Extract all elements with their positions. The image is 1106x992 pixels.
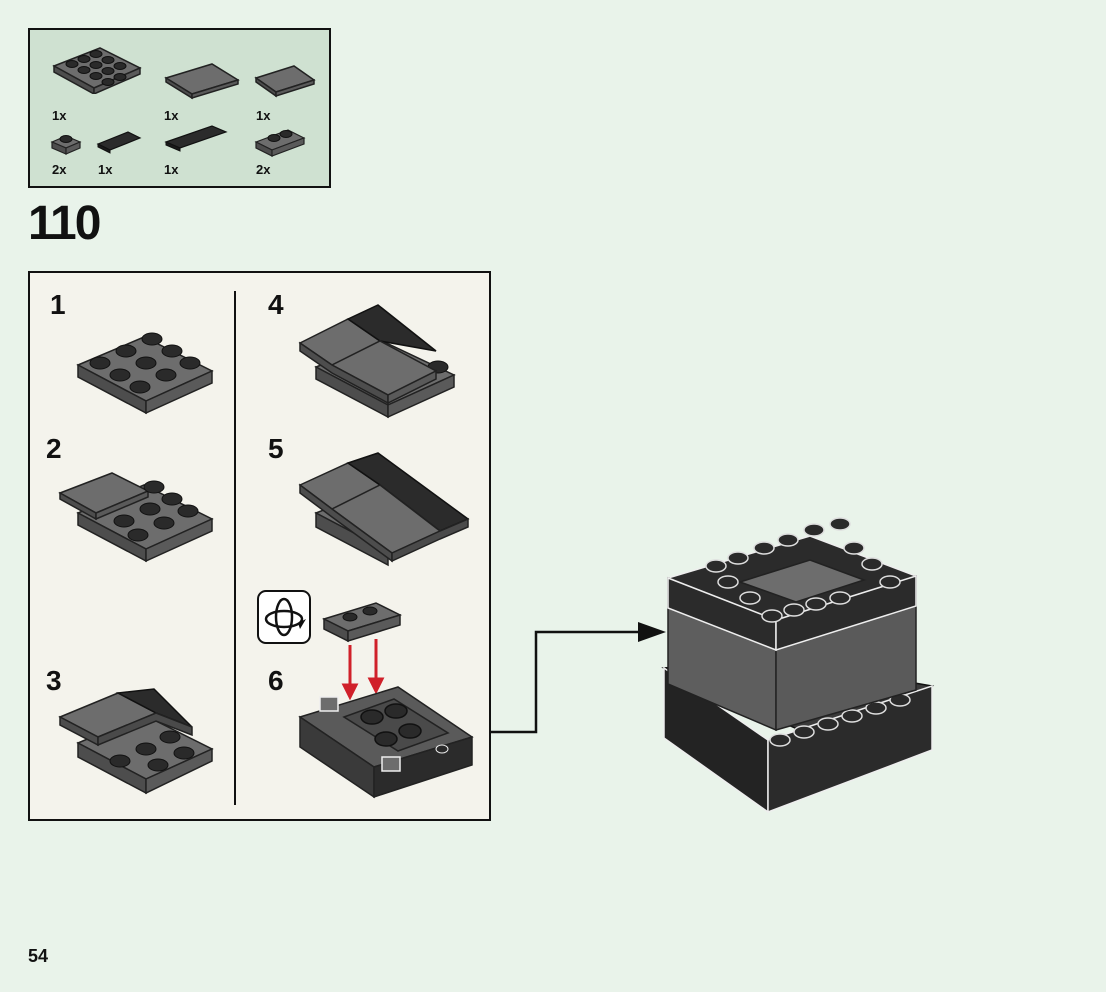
parts-list: 1x 1x 1x 2x 1x 1x 2x	[28, 28, 331, 188]
step-arrow	[490, 622, 666, 734]
substep-1-illustration	[76, 332, 214, 415]
substep-3-illustration	[58, 688, 214, 795]
tile-1x4-black-icon	[164, 125, 228, 152]
part-qty: 2x	[52, 162, 67, 177]
part-qty: 1x	[256, 108, 271, 123]
tile-3x3-icon	[254, 65, 316, 98]
substeps-divider	[234, 291, 236, 805]
plate-1x1-icon	[50, 135, 82, 155]
part-qty: 1x	[52, 108, 67, 123]
step-number: 110	[28, 197, 101, 250]
page-number: 54	[28, 946, 49, 966]
part-qty: 1x	[164, 162, 179, 177]
substep-6-illustration	[298, 602, 474, 799]
substep-number: 5	[268, 433, 284, 464]
substep-4-illustration	[298, 304, 456, 419]
part-qty: 1x	[164, 108, 179, 123]
substep-number: 6	[268, 665, 284, 696]
plate-1x2-icon	[254, 129, 306, 157]
tile-4x4-icon	[164, 63, 240, 100]
rotate-model-icon	[257, 590, 311, 644]
assembled-model-illustration	[661, 517, 935, 814]
substep-number: 3	[46, 665, 62, 696]
part-qty: 2x	[256, 162, 271, 177]
plate-3x4-icon	[52, 47, 142, 94]
substep-number: 1	[50, 289, 66, 320]
substep-number: 4	[268, 289, 284, 320]
part-qty: 1x	[98, 162, 113, 177]
substeps-panel: 1 2 3 4 5 6	[28, 271, 491, 821]
substep-2-illustration	[58, 472, 214, 563]
tile-1x3-black-icon	[96, 131, 142, 154]
substep-5-illustration	[298, 452, 470, 567]
substep-number: 2	[46, 433, 62, 464]
